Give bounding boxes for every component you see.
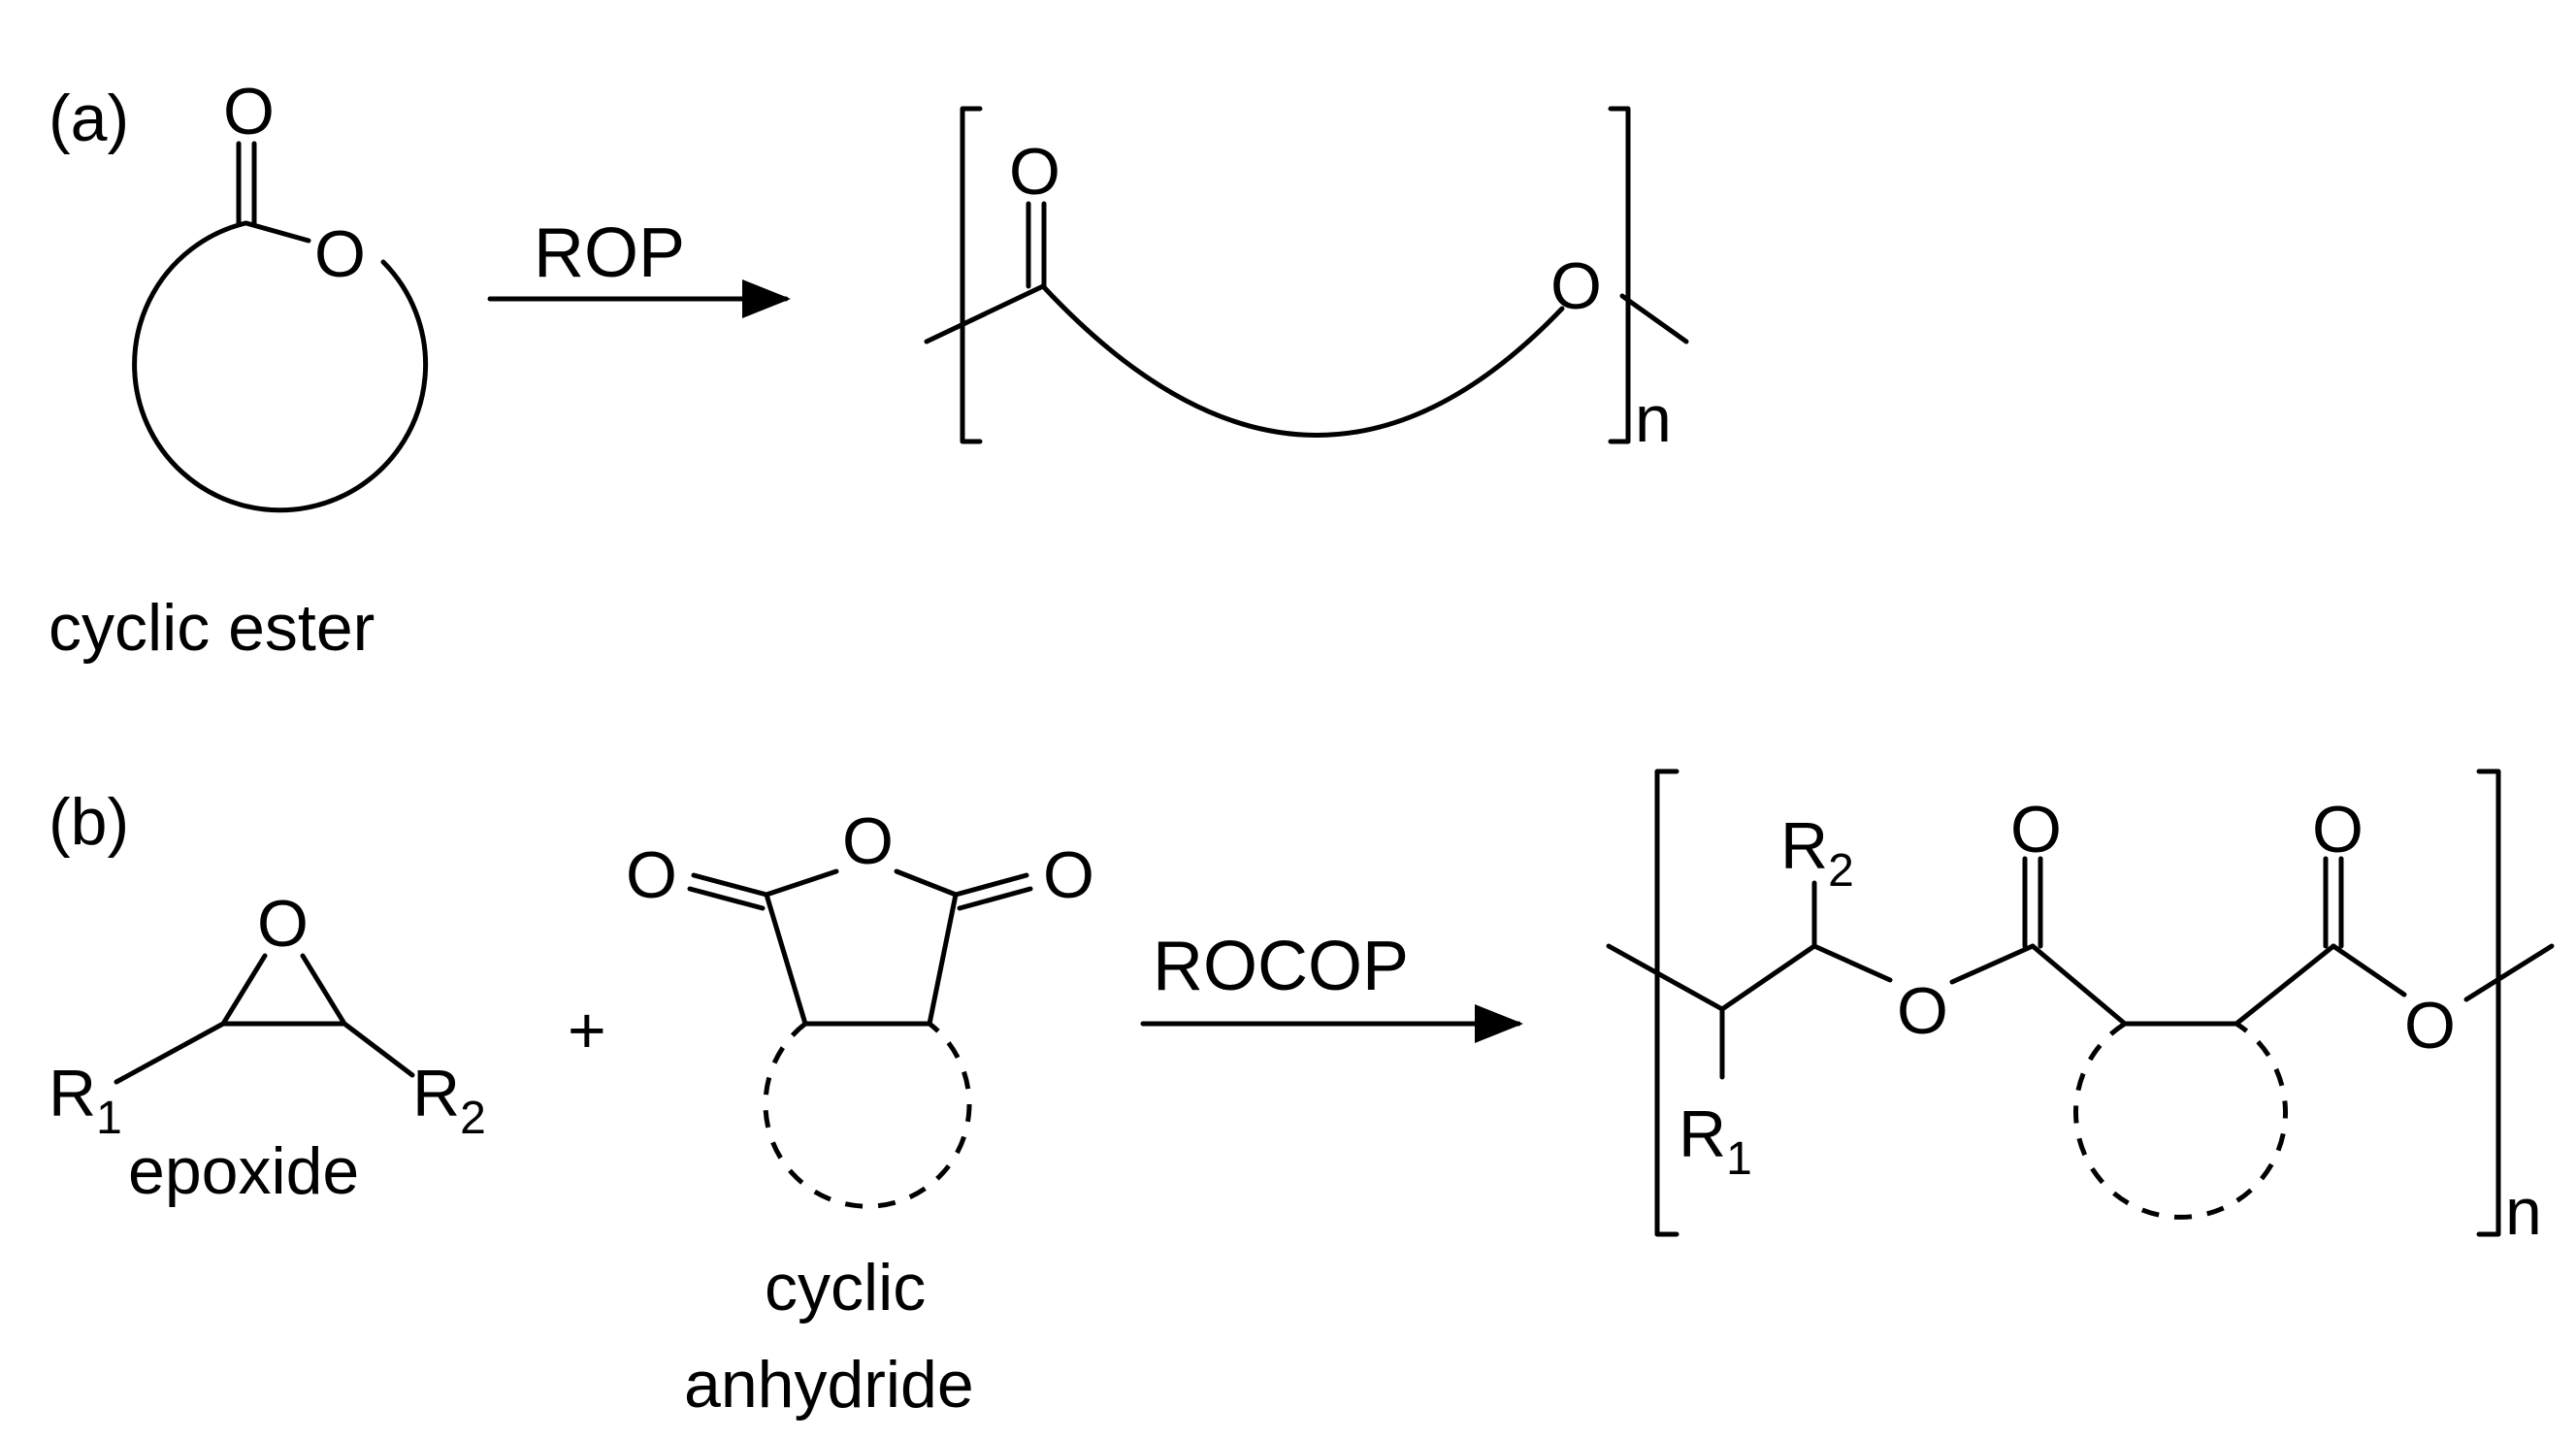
anhydride-bond-left-side — [764, 892, 808, 1027]
epoxide-r2-subscript: 2 — [460, 1093, 486, 1144]
polymer-ester-oxygen-1: O — [1897, 974, 1948, 1048]
panel-b: (b) O R1 R2 epoxide + O O — [49, 769, 2555, 1422]
left-bracket — [960, 106, 983, 444]
polymer-carbonyl-oxygen-2: O — [2312, 793, 2364, 867]
anhydride-carbonyl-right-1 — [953, 872, 1029, 898]
polymer-backbone-arc — [1040, 283, 1565, 438]
anhydride-caption-line2: anhydride — [684, 1348, 974, 1422]
cyclic-anhydride-structure: O O O — [626, 804, 1094, 1209]
polymer-r2: R2 — [1780, 809, 1854, 897]
polymer-r1-subscript: 1 — [1726, 1133, 1752, 1185]
rop-arrow: ROP — [487, 214, 791, 318]
rocop-polymer-product: R2 R1 O O O O n — [1606, 769, 2555, 1249]
anhydride-carbonyl-right-2 — [957, 886, 1033, 911]
epoxide-r1-subscript: 1 — [96, 1093, 122, 1144]
anhydride-fused-ring-dashed — [763, 1022, 972, 1209]
polymer-chain-oxygen: O — [1550, 249, 1602, 323]
anhydride-bond-right-side — [927, 892, 959, 1027]
cyclic-ester-caption: cyclic ester — [49, 591, 375, 665]
epoxide-bond-r1 — [114, 1021, 226, 1085]
anhydride-bond-o-right — [894, 868, 959, 898]
bond-o-to-carbonyl1 — [1949, 943, 2036, 985]
backbone-through-ring — [2030, 943, 2336, 1027]
polymer-r2-letter: R — [1780, 809, 1828, 883]
rocop-arrow-label: ROCOP — [1153, 928, 1409, 1005]
rocop-arrow: ROCOP — [1140, 928, 1523, 1043]
anhydride-oxygen-right: O — [1043, 838, 1094, 912]
epoxide-r1: R1 — [49, 1057, 122, 1144]
plus-sign: + — [568, 994, 606, 1067]
polymer-ester-oxygen-2: O — [2404, 989, 2456, 1063]
bond-carbonyl2-to-o — [2331, 943, 2407, 997]
ring-oxygen: O — [314, 217, 366, 291]
panel-b-label: (b) — [49, 785, 129, 859]
anhydride-oxygen-left: O — [626, 838, 677, 912]
epoxide-bond-co-right — [300, 953, 347, 1027]
anhydride-carbonyl-left-1 — [691, 872, 769, 898]
panel-a-label: (a) — [49, 82, 129, 155]
polyester-product: O O n — [924, 106, 1689, 456]
polymer-carbonyl-oxygen-1: O — [2010, 793, 2062, 867]
repeat-unit-subscript-b: n — [2505, 1175, 2542, 1249]
polymer-carbonyl-oxygen: O — [1009, 135, 1060, 209]
polymer-fused-ring-dashed — [2073, 1021, 2288, 1220]
anhydride-caption-line1: cyclic — [765, 1251, 926, 1325]
right-end-bond-b — [2463, 943, 2555, 1002]
epoxide-bond-r2 — [342, 1021, 415, 1078]
epoxide-r2-letter: R — [412, 1057, 460, 1130]
right-end-bond — [1619, 293, 1689, 344]
polymer-r1-letter: R — [1679, 1097, 1726, 1171]
carbonyl-oxygen: O — [223, 75, 275, 148]
anhydride-bond-o-left — [764, 868, 839, 898]
left-bracket-b — [1654, 769, 1679, 1237]
epoxide-caption: epoxide — [128, 1134, 359, 1208]
rop-arrow-label: ROP — [534, 214, 685, 292]
polymer-backbone — [1606, 943, 1893, 1012]
anhydride-ring-oxygen: O — [842, 804, 894, 878]
cyclic-ester-ring — [132, 220, 429, 513]
epoxide-bond-co-left — [220, 953, 268, 1027]
ester-bond — [244, 220, 311, 244]
epoxide-r1-letter: R — [49, 1057, 96, 1130]
anhydride-carbonyl-left-2 — [687, 886, 766, 911]
left-end-bond — [924, 283, 1046, 344]
epoxide-structure: O R1 R2 — [49, 887, 486, 1144]
cyclic-ester-structure: O O — [132, 75, 429, 513]
repeat-unit-subscript-a: n — [1635, 382, 1672, 456]
right-bracket — [1608, 106, 1631, 444]
polymer-r2-subscript: 2 — [1828, 845, 1854, 897]
right-bracket-b — [2476, 769, 2501, 1237]
epoxide-oxygen: O — [257, 887, 309, 961]
panel-a: (a) O O cyclic ester ROP O O n — [49, 75, 1689, 665]
epoxide-r2: R2 — [412, 1057, 486, 1144]
polymer-r1: R1 — [1679, 1097, 1752, 1185]
